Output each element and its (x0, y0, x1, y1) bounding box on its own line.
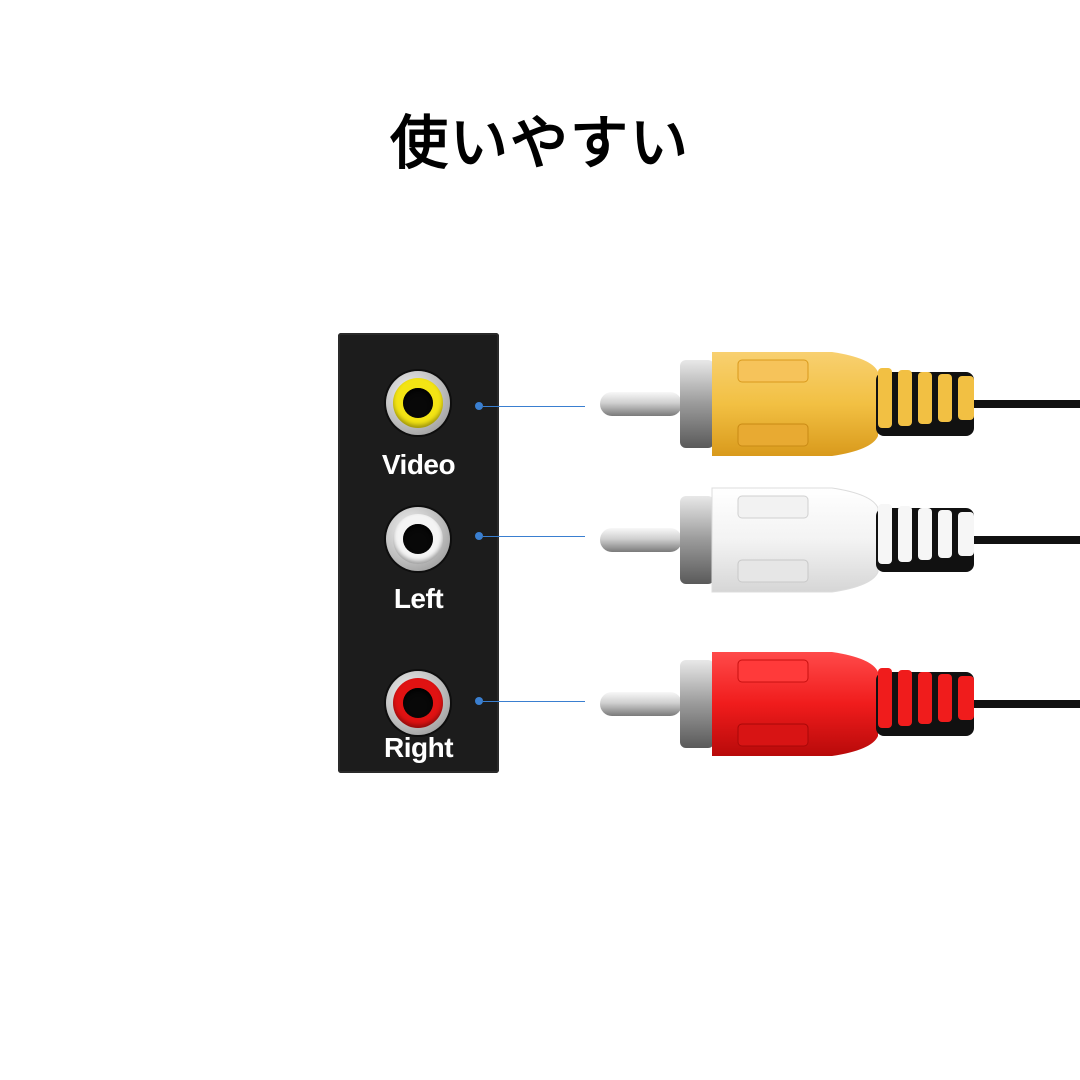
video-label: Video (381, 449, 456, 480)
left-guide-line (483, 536, 585, 537)
white-strain-rib (918, 508, 932, 560)
red-strain-rib (878, 668, 892, 728)
red-strain-rib (958, 676, 974, 720)
red-plug-grip-bottom (737, 723, 809, 747)
yellow-plug-sleeve (680, 360, 714, 448)
white-strain-rib (878, 504, 892, 564)
rca-jack-panel: Video Left Right (338, 333, 499, 773)
red-strain-rib (918, 672, 932, 724)
headline-text: 使いやすい (389, 109, 690, 177)
yellow-plug-pin (600, 392, 682, 416)
left-jack (386, 507, 450, 571)
left-jack-hole (403, 524, 433, 554)
red-plug-grip-top (737, 659, 809, 683)
right-guide-line (483, 701, 585, 702)
video-jack-hole (403, 388, 433, 418)
right-guide-dot (475, 697, 483, 705)
red-rca-plug (600, 652, 1080, 756)
white-strain-rib (938, 510, 952, 558)
yellow-plug-grip-top (737, 359, 809, 383)
red-strain-rib (938, 674, 952, 722)
video-guide-dot (475, 402, 483, 410)
video-jack (386, 371, 450, 435)
yellow-plug-grip-bottom (737, 423, 809, 447)
video-guide-line (483, 406, 585, 407)
white-rca-plug (600, 487, 1080, 593)
yellow-strain-rib (958, 376, 974, 420)
yellow-strain-rib (938, 374, 952, 422)
white-plug-pin (600, 528, 682, 552)
red-strain-rib (898, 670, 912, 726)
red-cable (970, 700, 1080, 708)
red-plug-sleeve (680, 660, 714, 748)
white-strain-rib (958, 512, 974, 556)
white-strain-rib (898, 506, 912, 562)
yellow-cable (970, 400, 1080, 408)
white-plug-grip-top (737, 495, 809, 519)
red-plug-pin (600, 692, 682, 716)
white-plug-grip-bottom (737, 559, 809, 583)
white-plug-sleeve (680, 496, 714, 584)
yellow-strain-rib (898, 370, 912, 426)
left-guide-dot (475, 532, 483, 540)
right-label: Right (383, 732, 454, 763)
yellow-strain-rib (918, 372, 932, 424)
right-jack (386, 671, 450, 735)
white-cable (970, 536, 1080, 544)
yellow-rca-plug (600, 352, 1080, 456)
right-jack-hole (403, 688, 433, 718)
left-label: Left (393, 583, 444, 614)
yellow-strain-rib (878, 368, 892, 428)
